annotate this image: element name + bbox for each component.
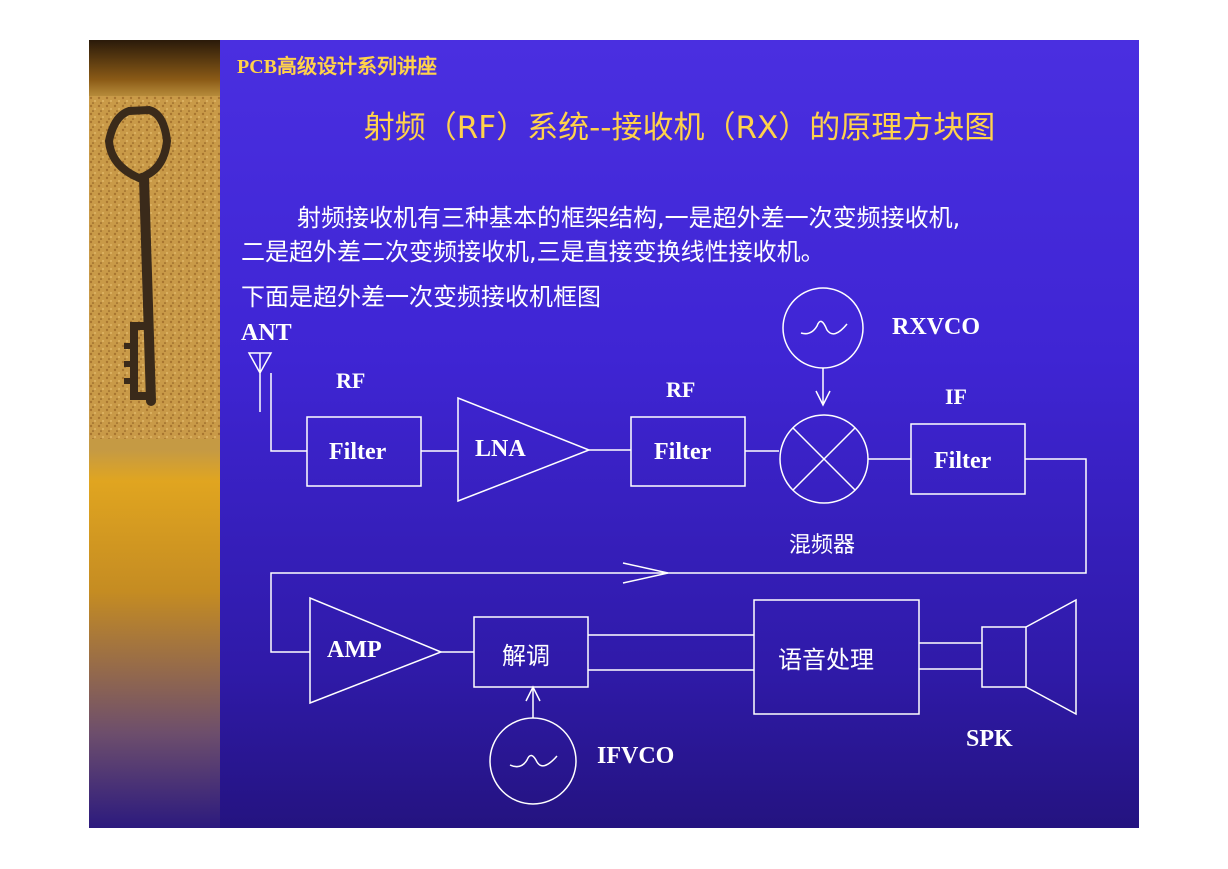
rf-filter-2-label: Filter	[654, 439, 712, 465]
mixer-label: 混频器	[789, 533, 855, 558]
receiver-block-diagram: ANT RF Filter LNA RF Filter RXVCO IF Fil…	[241, 287, 1087, 805]
rx-vco-icon	[782, 287, 864, 369]
slide-title: 射频（RF）系统--接收机（RX）的原理方块图	[363, 110, 996, 146]
antenna-icon	[247, 352, 273, 412]
intro-line-2: 二是超外差二次变频接收机,三是直接变换线性接收机。	[241, 238, 825, 266]
speaker-cone	[1025, 598, 1077, 716]
rf-filter-1-caption: RF	[336, 368, 365, 393]
series-header: PCB高级设计系列讲座	[237, 56, 437, 78]
wire-voice-speaker	[919, 642, 982, 670]
voice-processing-label: 语音处理	[778, 646, 874, 674]
rf-filter-2-caption: RF	[666, 377, 695, 402]
rf-filter-1-label: Filter	[329, 439, 387, 465]
if-vco-label: IFVCO	[597, 743, 674, 769]
intro-line-1: 射频接收机有三种基本的框架结构,一是超外差一次变频接收机,	[297, 204, 961, 232]
amp-label: AMP	[327, 637, 382, 663]
wire-demod-voice	[588, 634, 754, 671]
if-vco-icon	[489, 717, 577, 805]
wire-iffilter-return	[270, 458, 1087, 653]
intro-line-3: 下面是超外差一次变频接收机框图	[241, 283, 601, 311]
lna-triangle	[457, 396, 592, 503]
antenna-label: ANT	[241, 320, 292, 346]
voice-processing-box	[753, 599, 920, 715]
return-arrow	[622, 562, 669, 584]
if-filter-label: Filter	[934, 448, 992, 474]
wire-ant-filter	[270, 373, 307, 452]
slide: PCB高级设计系列讲座 射频（RF）系统--接收机（RX）的原理方块图 射频接收…	[89, 40, 1139, 828]
key-photo	[89, 96, 220, 439]
if-vco-arrow	[525, 685, 541, 718]
speaker-label: SPK	[966, 726, 1013, 752]
lna-label: LNA	[475, 436, 526, 462]
speaker-magnet	[981, 626, 1027, 688]
rx-vco-label: RXVCO	[892, 314, 980, 340]
sidebar-decoration	[89, 40, 220, 828]
demod-label: 解调	[502, 642, 550, 670]
rx-vco-arrow	[815, 368, 831, 407]
demod-box	[473, 616, 589, 688]
if-filter-caption: IF	[945, 384, 967, 409]
amp-triangle	[309, 596, 444, 705]
